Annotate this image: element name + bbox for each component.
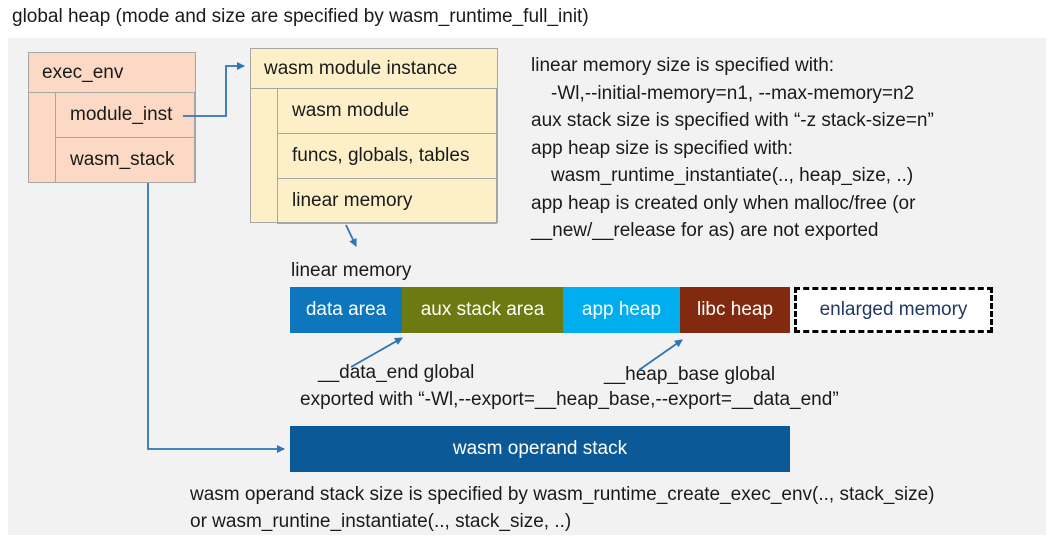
wasm-module-instance-box: wasm module instance wasm module funcs, … [250, 48, 498, 224]
size-notes: linear memory size is specified with: -W… [531, 52, 934, 245]
note-line: -Wl,--initial-memory=n1, --max-memory=n2 [551, 82, 915, 104]
segment-enlarged-memory: enlarged memory [794, 287, 993, 333]
note-line: __new/__release for as) are not exported [531, 220, 879, 241]
instance-row-linear-memory: linear memory [277, 179, 497, 224]
note-line: wasm_runtime_instantiate(.., heap_size, … [551, 165, 914, 186]
segment-app-heap: app heap [563, 287, 680, 333]
exec-env-box: exec_env module_inst wasm_stack [28, 52, 196, 183]
note-line: app heap size is specified with: [531, 137, 793, 159]
note-line: linear memory size is specified with: [531, 55, 835, 76]
note-line: aux stack size is specified with “-z sta… [531, 110, 934, 131]
wasm-operand-stack-bar: wasm operand stack [290, 426, 790, 472]
exec-env-header: exec_env [29, 53, 195, 93]
instance-row-wasm-module: wasm module [277, 89, 497, 134]
operand-stack-notes: wasm operand stack size is specified by … [190, 481, 935, 535]
linear-memory-label: linear memory [291, 260, 412, 281]
instance-header: wasm module instance [251, 49, 497, 89]
exec-env-row-wasm-stack: wasm_stack [55, 138, 195, 183]
data-end-global-label: __data_end global [318, 362, 475, 383]
exec-env-row-module-inst: module_inst [55, 93, 195, 138]
diagram-title: global heap (mode and size are specified… [12, 6, 589, 27]
export-flags-label: exported with “-Wl,--export=__heap_base,… [300, 389, 839, 410]
instance-row-funcs-globals-tables: funcs, globals, tables [277, 134, 497, 179]
heap-base-global-label: __heap_base global [604, 364, 776, 385]
note-line: app heap is created only when malloc/fre… [531, 192, 916, 214]
segment-aux-stack-area: aux stack area [402, 287, 563, 333]
segment-data-area: data area [290, 287, 402, 333]
linear-memory-bar: data area aux stack area app heap libc h… [290, 287, 993, 333]
note-line: or wasm_runtine_instantiate(.., stack_si… [190, 511, 572, 532]
segment-libc-heap: libc heap [680, 287, 790, 333]
note-line: wasm operand stack size is specified by … [190, 484, 935, 505]
